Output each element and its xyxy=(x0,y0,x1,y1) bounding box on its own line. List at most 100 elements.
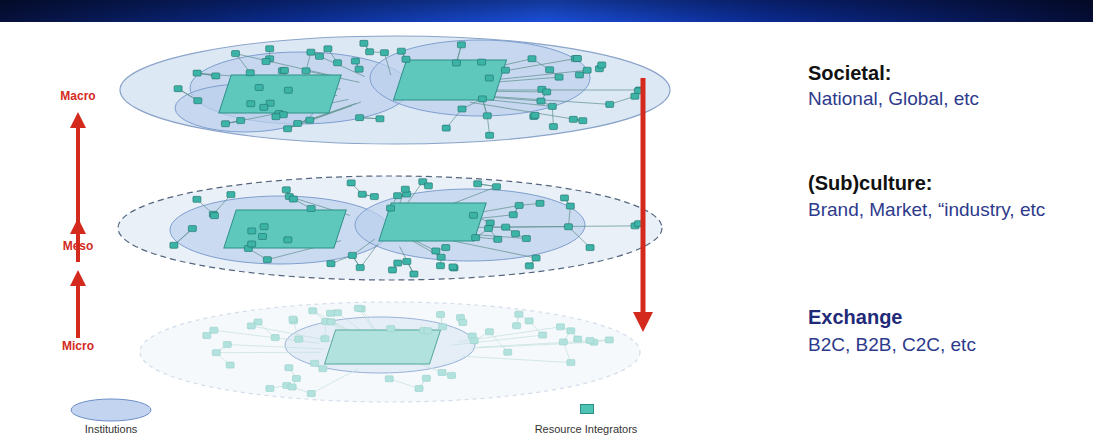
resource-integrator xyxy=(525,318,533,324)
resource-integrator xyxy=(358,191,366,197)
resource-integrator xyxy=(472,235,480,241)
resource-integrator xyxy=(483,113,491,119)
resource-integrator xyxy=(422,375,430,381)
network-link xyxy=(384,53,390,75)
resource-integrator xyxy=(288,384,296,390)
resource-integrator xyxy=(327,261,335,267)
resource-integrator xyxy=(478,96,486,102)
resource-integrator xyxy=(232,51,240,57)
resource-integrator xyxy=(354,305,362,311)
resource-integrator xyxy=(501,67,509,73)
resource-integrator xyxy=(366,49,374,55)
resource-integrator xyxy=(573,56,581,62)
resource-integrator xyxy=(385,376,393,382)
resource-integrator xyxy=(307,391,315,397)
resource-integrator xyxy=(289,196,297,202)
resource-integrator xyxy=(452,60,460,66)
resource-integrator xyxy=(237,118,245,124)
resource-integrator xyxy=(474,181,482,187)
resource-integrator xyxy=(442,125,450,131)
legend-label: Resource Integrators xyxy=(535,423,638,436)
layer-plane xyxy=(118,176,662,280)
resource-integrator xyxy=(302,68,310,74)
resource-integrator xyxy=(324,46,332,52)
resource-integrator xyxy=(397,48,405,54)
integrator-platform xyxy=(394,60,507,100)
resource-integrator xyxy=(394,193,402,199)
resource-integrator xyxy=(567,360,575,366)
legend-label: Institutions xyxy=(85,423,138,436)
network-link xyxy=(319,56,364,76)
resource-integrator xyxy=(284,126,292,132)
resource-integrator xyxy=(485,75,493,81)
resource-integrator xyxy=(486,132,494,138)
resource-integrator xyxy=(311,360,319,366)
resource-integrator xyxy=(387,205,395,211)
resource-integrator xyxy=(388,267,396,273)
network-link xyxy=(481,96,610,105)
resource-integrator xyxy=(403,258,411,264)
resource-integrator xyxy=(401,186,409,192)
down-arrow xyxy=(641,78,646,322)
resource-integrator xyxy=(447,372,455,378)
resource-integrator xyxy=(586,245,594,251)
resource-integrator xyxy=(509,212,517,218)
resource-integrator xyxy=(402,56,410,62)
resource-integrator xyxy=(294,120,302,126)
resource-integrator xyxy=(226,362,234,368)
resource-integrator xyxy=(262,59,270,65)
resource-integrator xyxy=(546,67,554,73)
resource-integrator xyxy=(605,337,613,343)
resource-integrator xyxy=(327,319,335,325)
resource-integrator xyxy=(271,335,279,341)
level-label: Macro xyxy=(60,90,95,104)
resource-integrator xyxy=(555,74,563,80)
resource-integrator xyxy=(351,58,359,64)
integrator-platform xyxy=(325,330,441,364)
resource-integrator xyxy=(221,121,229,127)
institution-ellipse xyxy=(370,40,590,116)
resource-integrator xyxy=(193,70,201,76)
level-label: Micro xyxy=(62,340,94,354)
resource-integrator xyxy=(355,66,363,72)
resource-integrator xyxy=(470,338,478,344)
resource-integrator xyxy=(528,56,536,62)
network-link xyxy=(360,244,378,268)
resource-integrator xyxy=(539,332,547,338)
resource-integrator xyxy=(327,310,335,316)
resource-integrator xyxy=(347,180,355,186)
level-heading: (Sub)culture: xyxy=(808,172,932,195)
resource-integrator xyxy=(457,42,465,48)
resource-integrator xyxy=(586,337,594,343)
resource-integrator xyxy=(387,326,395,332)
up-arrow xyxy=(76,278,80,338)
resource-integrator xyxy=(537,98,545,104)
resource-integrator xyxy=(437,254,445,260)
resource-integrator xyxy=(376,116,384,122)
level-heading: Exchange xyxy=(808,306,902,329)
network-link xyxy=(236,54,332,76)
level-examples: National, Global, etc xyxy=(808,88,979,110)
legend-swatch xyxy=(580,404,594,414)
resource-integrator xyxy=(532,255,540,261)
resource-integrator xyxy=(458,106,466,112)
integrator-platform xyxy=(224,210,346,248)
resource-integrator xyxy=(170,242,178,248)
resource-integrator xyxy=(247,323,255,329)
resource-integrator xyxy=(449,264,457,270)
resource-integrator xyxy=(493,184,501,190)
network-link xyxy=(251,326,334,342)
resource-integrator xyxy=(525,263,533,269)
resource-integrator xyxy=(559,339,567,345)
resource-integrator xyxy=(263,257,271,263)
institution-sample xyxy=(71,399,151,421)
resource-integrator xyxy=(260,104,268,110)
resource-integrator xyxy=(227,192,235,198)
network-link xyxy=(389,379,419,389)
resource-integrator xyxy=(309,308,317,314)
resource-integrator xyxy=(598,62,606,68)
network-link xyxy=(227,345,325,349)
resource-integrator xyxy=(394,260,402,266)
resource-integrator xyxy=(356,265,364,271)
network-link xyxy=(470,102,583,120)
